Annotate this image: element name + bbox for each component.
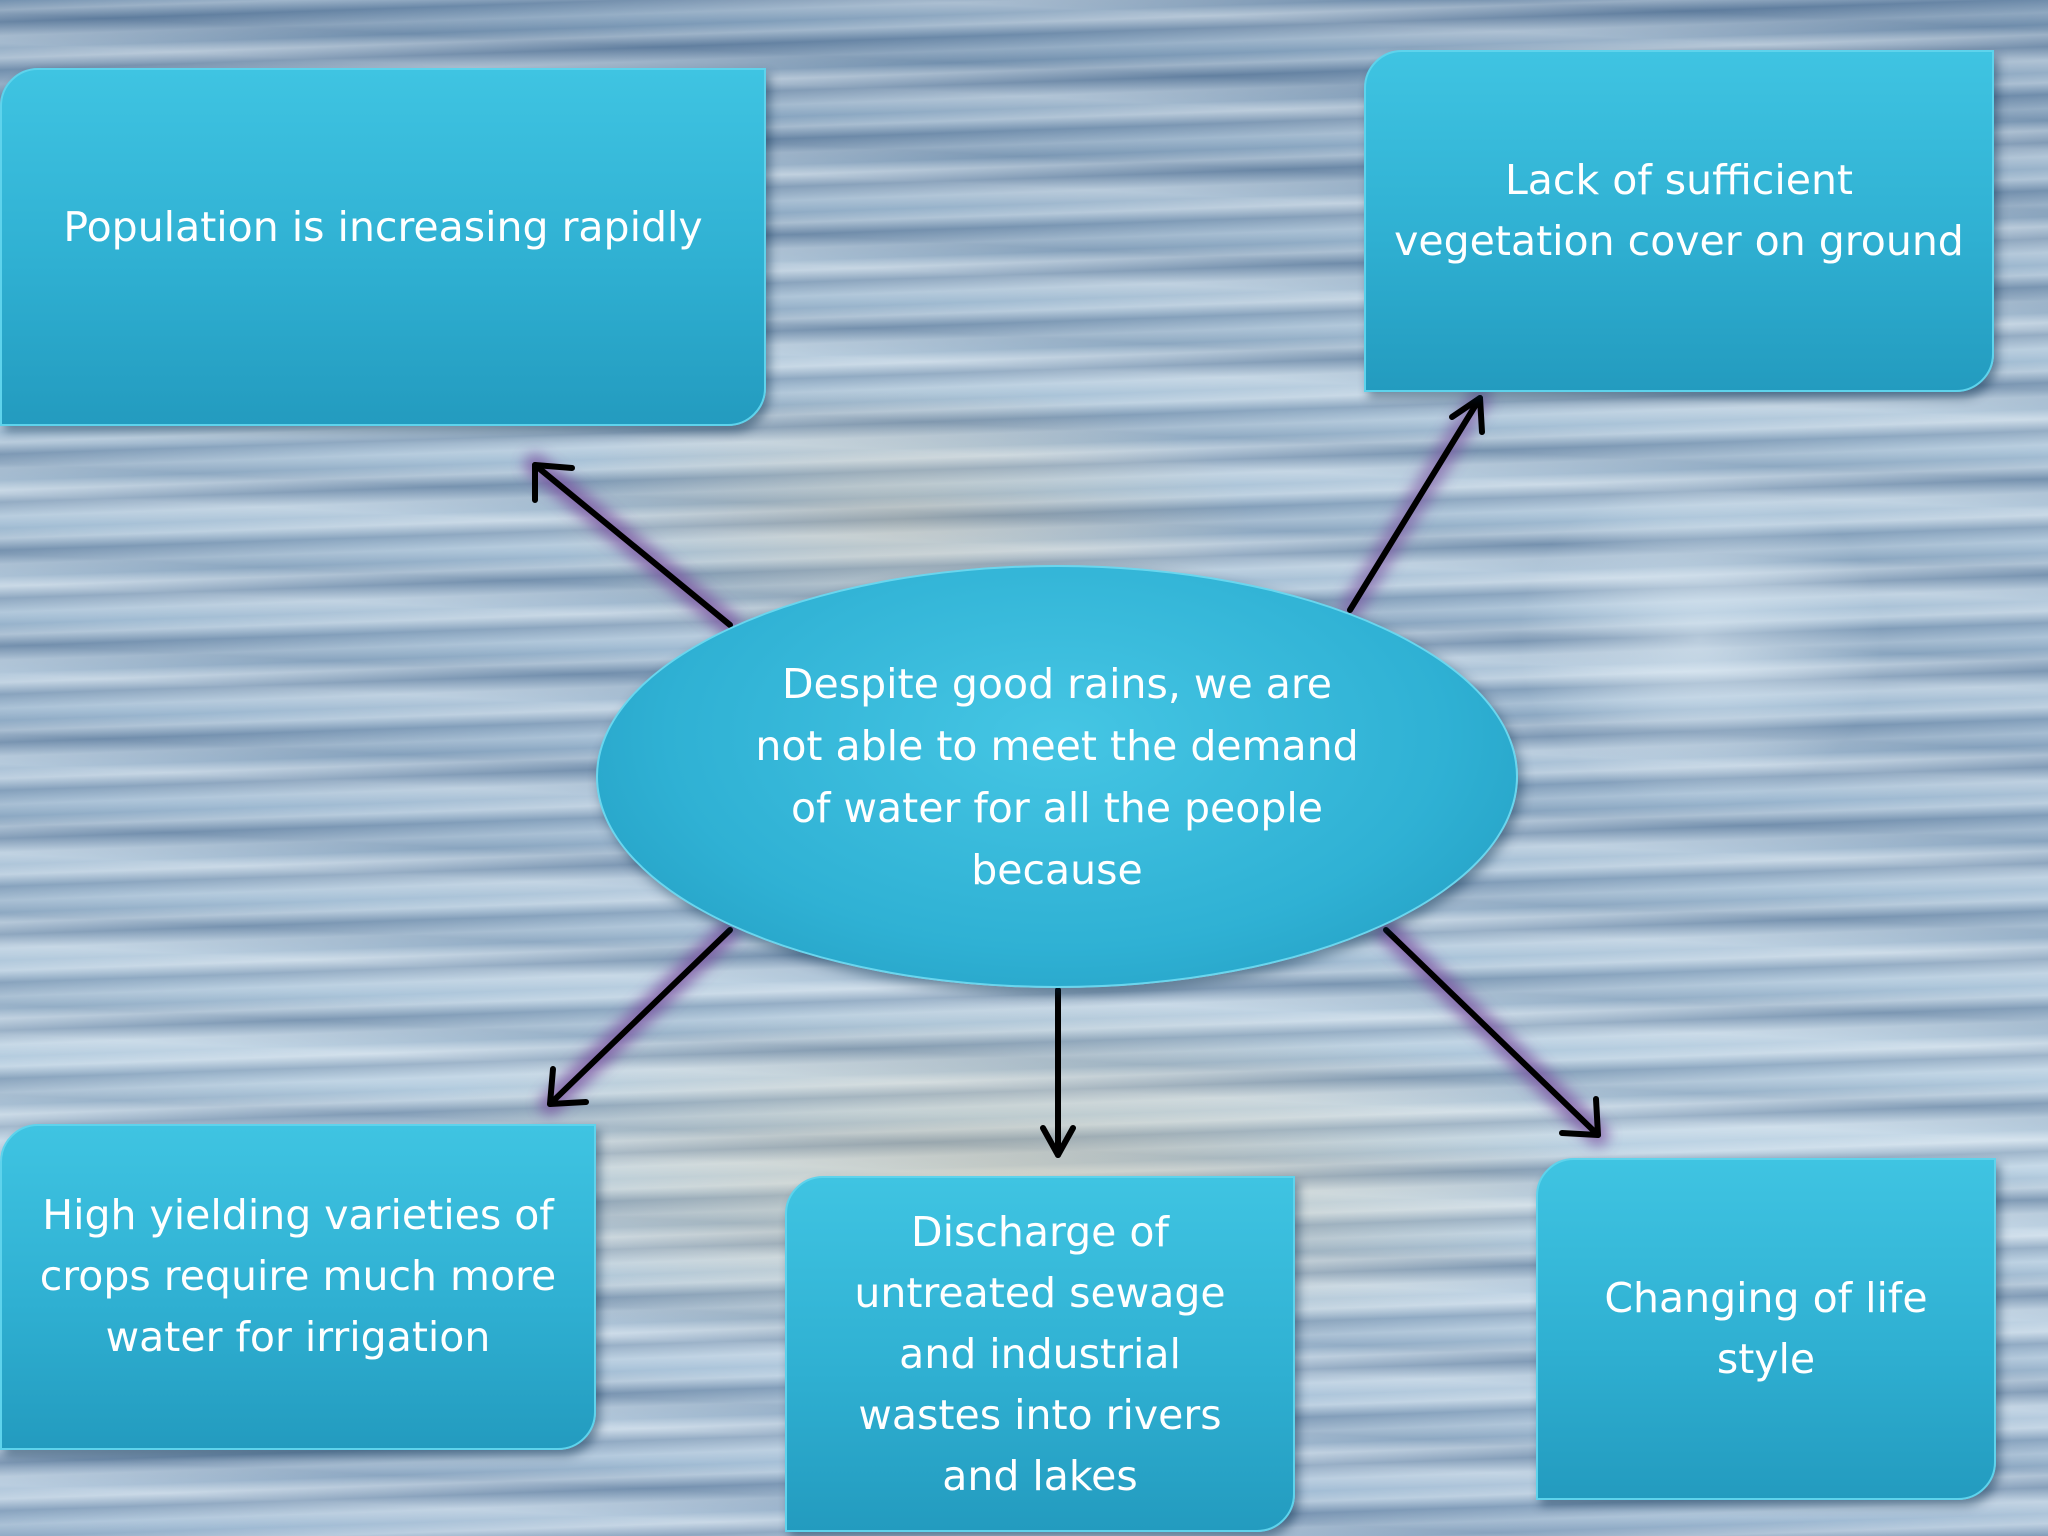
arrow-to-crops (539, 919, 741, 1115)
cause-box-crops: High yielding varieties of crops require… (0, 1124, 596, 1450)
cause-box-lifestyle: Changing of life style (1536, 1158, 1996, 1500)
cause-text-sewage: Discharge of untreated sewage and indust… (854, 1207, 1226, 1500)
cause-text-vegetation: Lack of sufficient vegetation cover on g… (1394, 156, 1964, 265)
central-statement: Despite good rains, we are not able to m… (596, 565, 1518, 988)
cause-box-sewage: Discharge of untreated sewage and indust… (785, 1176, 1295, 1532)
arrow-to-sewage (1040, 979, 1076, 1166)
arrow-to-vegetation (1339, 387, 1491, 621)
arrow-to-population (524, 454, 741, 636)
cause-text-crops: High yielding varieties of crops require… (39, 1190, 557, 1361)
cause-text-population: Population is increasing rapidly (63, 202, 703, 251)
cause-box-population: Population is increasing rapidly (0, 68, 766, 426)
cause-text-lifestyle: Changing of life style (1604, 1274, 1928, 1383)
cause-box-vegetation: Lack of sufficient vegetation cover on g… (1364, 50, 1994, 392)
central-statement-text: Despite good rains, we are not able to m… (755, 659, 1359, 894)
arrow-to-lifestyle (1375, 919, 1609, 1146)
